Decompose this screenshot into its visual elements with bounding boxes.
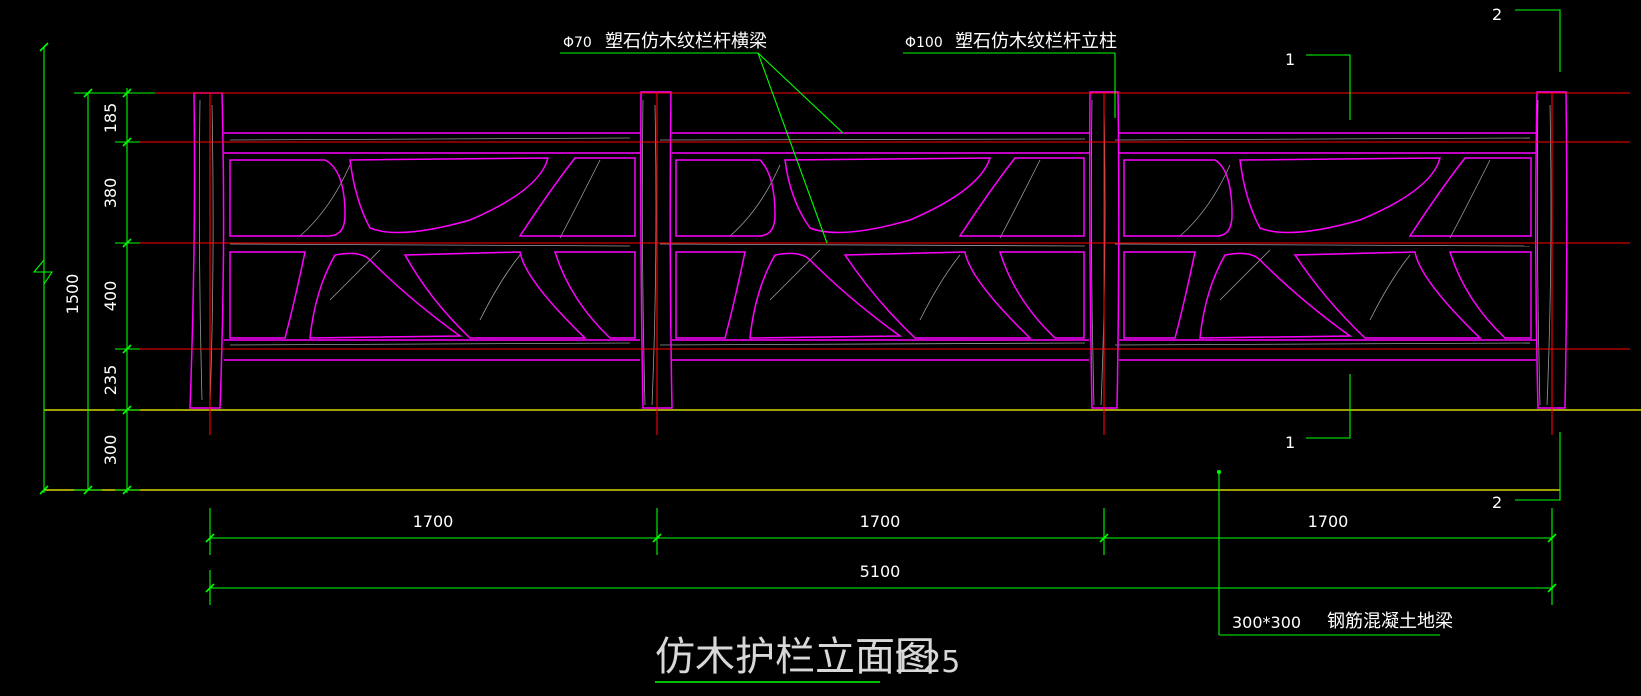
- dim-vertical-185: 185: [101, 103, 120, 134]
- section-mark-1-bottom: 1: [1285, 433, 1295, 452]
- post-2: [640, 91, 673, 409]
- dim-vertical-300: 300: [101, 435, 120, 466]
- section-mark-1-top: 1: [1285, 50, 1295, 69]
- post-label: 塑石仿木纹栏杆立柱: [955, 31, 1117, 52]
- dim-horizontal-1: 1700: [413, 512, 454, 531]
- beam-dia: Φ70: [563, 35, 592, 51]
- dim-vertical-380: 380: [101, 178, 120, 209]
- dimension-lines: [32, 9, 1561, 683]
- bottom-rail: [224, 339, 1536, 361]
- section-mark-2-bottom: 2: [1492, 493, 1502, 512]
- ground-beam: [44, 409, 1641, 491]
- post-1: [189, 92, 225, 409]
- dim-horizontal-3: 1700: [1308, 512, 1349, 531]
- dim-vertical-400: 400: [101, 281, 120, 312]
- dim-horizontal-total: 5100: [860, 562, 901, 581]
- post-dia: Φ100: [905, 35, 943, 51]
- dimension-ticks: [39, 42, 1557, 593]
- drawing-scale: 1:25: [893, 645, 960, 680]
- ground-beam-label: 钢筋混凝土地梁: [1327, 611, 1453, 632]
- post-3: [1089, 91, 1120, 409]
- dim-horizontal-2: 1700: [860, 512, 901, 531]
- dim-total-vertical: 1500: [63, 274, 82, 315]
- centerlines: [125, 92, 1630, 435]
- top-rail: [224, 132, 1536, 154]
- dim-vertical-235: 235: [101, 365, 120, 396]
- section-mark-2-top: 2: [1492, 5, 1502, 24]
- post-4: [1534, 91, 1568, 409]
- leader-dot-ground-beam: [1217, 470, 1221, 474]
- ground-beam-size: 300*300: [1232, 613, 1301, 632]
- drawing-title: 仿木护栏立面图: [655, 634, 935, 680]
- beam-label: 塑石仿木纹栏杆横梁: [605, 31, 767, 52]
- railing-outline: [189, 91, 1568, 409]
- wood-texture: [198, 99, 1552, 406]
